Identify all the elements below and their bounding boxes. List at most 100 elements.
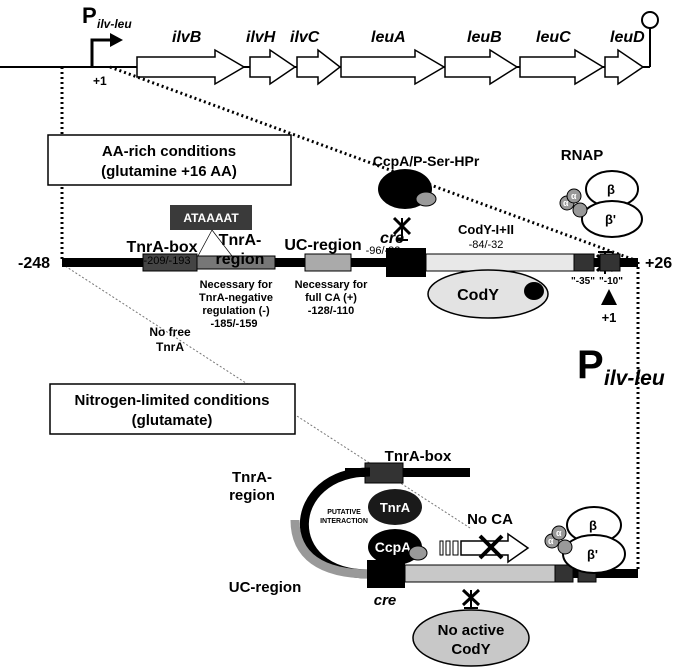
- cre-label: cre: [380, 230, 404, 247]
- svg-text:β: β: [607, 182, 615, 197]
- ccpa-complex-label: CcpA/P-Ser-HPr: [373, 153, 480, 169]
- minus35-label: "-35": [571, 276, 595, 287]
- nitrogen-limited-box: Nitrogen-limited conditions (glutamate): [49, 383, 296, 435]
- minus10-box: [599, 253, 621, 272]
- no-ca-label: No CA: [467, 511, 513, 528]
- cody-protein-label: CodY: [457, 287, 499, 304]
- cody-site-coords: -84/-32: [469, 239, 504, 251]
- nitrogen-limited-title: Nitrogen-limited conditions: [75, 392, 270, 409]
- ccpa-protein-icon: [368, 529, 422, 565]
- uc-necessary-line1: Necessary for: [295, 279, 368, 291]
- putative-interaction-line1: PUTATIVE: [327, 509, 361, 516]
- b-tnra-box-label: TnrA-box: [385, 448, 452, 465]
- big-promoter-label: P: [577, 343, 604, 387]
- tnra-protein-icon: [368, 489, 422, 525]
- no-active-cody-icon: [412, 609, 530, 667]
- svg-text:α: α: [563, 198, 569, 208]
- tnra-region-site: [196, 255, 276, 270]
- zoom-guide-bottom: [61, 263, 471, 529]
- cody-binding-site: [425, 253, 575, 272]
- cre-coords: -96/-82: [366, 245, 401, 257]
- rnap-top-icon: α α β β': [559, 170, 643, 238]
- tnra-negative-line2: TnrA-negative: [199, 292, 273, 304]
- gene-arrow-leuB: [444, 48, 519, 86]
- no-active-cody-line1: No active: [438, 622, 505, 639]
- gene-label-leuB: leuB: [467, 29, 502, 46]
- p-ser-hpr-icon: [415, 191, 437, 207]
- gene-label-leuC: leuC: [536, 29, 571, 46]
- sequence-box: [170, 205, 252, 230]
- tnra-box-label: TnrA-box: [126, 239, 197, 256]
- big-promoter-subscript: ilv-leu: [604, 367, 665, 390]
- tnra-box-coords: -209/-193: [143, 255, 190, 267]
- gene-arrow-leuD: [604, 48, 645, 86]
- no-ca-arrow-icon: [439, 532, 530, 564]
- uc-region-label: UC-region: [284, 237, 361, 254]
- right-coordinate: +26: [645, 255, 672, 272]
- uc-necessary-line2: full CA (+): [305, 292, 357, 304]
- svg-text:α: α: [548, 536, 554, 546]
- terminator-icon: [641, 11, 659, 29]
- b-tnra-box-site: [364, 462, 404, 484]
- b-tnra-region-label-line2: region: [229, 487, 275, 504]
- cody-blocked-x-icon: [461, 588, 481, 609]
- uc-region-site: [304, 253, 352, 272]
- minus35-box: [573, 253, 595, 272]
- b-tnra-region-label-line1: TnrA-: [232, 469, 272, 486]
- looped-dna: [290, 462, 638, 588]
- sequence-pointer-left: [197, 229, 213, 257]
- operon-tss-label: +1: [93, 74, 107, 88]
- rnap-bottom-icon: α α β β': [544, 506, 626, 574]
- tnra-region-label-line2: region: [216, 251, 265, 268]
- minus10-label: "-10": [599, 276, 623, 287]
- left-coordinate: -248: [18, 255, 50, 272]
- sequence-pointer-right: [211, 229, 233, 257]
- svg-text:α: α: [571, 191, 577, 201]
- tss-plus1-label: +1: [602, 310, 617, 325]
- promoter-label: P: [82, 3, 97, 28]
- tnra-region-label-line1: TnrA-: [219, 232, 262, 249]
- gene-arrow-leuC: [519, 48, 605, 86]
- cody-site-label: CodY-I+II: [458, 222, 514, 237]
- gene-arrow-leuA: [340, 48, 446, 86]
- cody-effector-icon: [524, 282, 544, 300]
- putative-interaction-line2: INTERACTION: [320, 518, 368, 525]
- b-cre-label: cre: [374, 592, 397, 609]
- svg-text:β: β: [589, 518, 597, 533]
- no-active-cody-line2: CodY: [451, 641, 490, 658]
- svg-text:α: α: [556, 528, 562, 538]
- b-minus35-box: [554, 564, 574, 583]
- promoter-region-top: [62, 248, 638, 277]
- aa-rich-conditions-box: AA-rich conditions (glutamine +16 AA): [47, 134, 292, 186]
- gene-label-leuD: leuD: [610, 29, 645, 46]
- zoom-guide-right: [109, 65, 641, 264]
- b-uc-region-label: UC-region: [229, 579, 302, 596]
- promoter-arrow: [90, 38, 112, 67]
- aa-rich-title: AA-rich conditions: [102, 143, 236, 160]
- tnra-negative-coords: -185/-159: [210, 318, 257, 330]
- gene-label-ilvB: ilvB: [172, 29, 201, 46]
- rnap-label: RNAP: [561, 147, 604, 164]
- operon-map: P ilv-leu +1 ilvB ilvH ilvC leuA leuB le…: [0, 3, 659, 88]
- cody-protein-icon: [427, 269, 549, 319]
- gene-arrow-ilvH: [249, 48, 297, 86]
- promoter-subscript: ilv-leu: [97, 17, 132, 31]
- b-cody-site: [404, 564, 556, 583]
- dna-loop-light: [290, 519, 371, 579]
- no-free-tnra-line2: TnrA: [156, 340, 184, 354]
- no-free-tnra-line1: No free: [149, 325, 191, 339]
- cre-site: [386, 248, 426, 277]
- ccpa-blocked-x-icon: [392, 216, 412, 241]
- tnra-box-dna-bar: [345, 468, 470, 477]
- gene-arrow-ilvC: [296, 48, 342, 86]
- gene-label-leuA: leuA: [371, 29, 406, 46]
- tnra-negative-line3: regulation (-): [202, 305, 270, 317]
- gene-label-ilvC: ilvC: [290, 29, 320, 46]
- aa-rich-subtitle: (glutamine +16 AA): [101, 163, 237, 180]
- sequence-text: ATAAAAT: [183, 211, 239, 225]
- tnra-protein-label: TnrA: [380, 500, 411, 515]
- tnra-negative-line1: Necessary for: [200, 279, 273, 291]
- nitrogen-limited-subtitle: (glutamate): [132, 412, 213, 429]
- gene-arrow-ilvB: [136, 48, 246, 86]
